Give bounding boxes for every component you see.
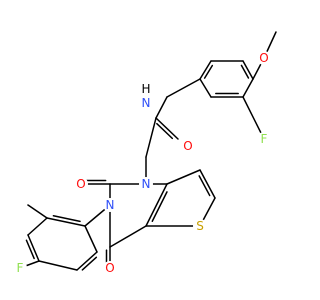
atom-label-background bbox=[181, 139, 195, 153]
bond-C7t-C6t-double bbox=[198, 175, 211, 197]
bond-L1-L2 bbox=[46, 217, 86, 227]
atom-H-amide: H bbox=[141, 82, 150, 96]
bond-L3-L4-double bbox=[25, 239, 35, 260]
bond-L1-L2-double bbox=[52, 215, 81, 223]
atom-N-ring-1: N bbox=[142, 177, 151, 191]
bond-L3-L4 bbox=[27, 234, 40, 262]
bond-R3-R4 bbox=[242, 60, 254, 80]
bond-L6-L1 bbox=[84, 225, 98, 253]
bond-L5-L6 bbox=[76, 251, 98, 271]
atom-S-thiophene: S bbox=[196, 219, 204, 233]
molecule-structure: N H O N N O O S O F F bbox=[13, 31, 277, 275]
bond-R3-R4-double bbox=[240, 64, 250, 79]
bond-C7-CH2 bbox=[145, 117, 157, 158]
atom-label-background bbox=[139, 96, 153, 110]
bond-L2-L3 bbox=[27, 217, 48, 236]
bond-C7-O1-double bbox=[156, 122, 174, 140]
atom-label-background bbox=[74, 177, 88, 191]
bond-L4-L5 bbox=[38, 260, 78, 271]
atom-O-methoxy: O bbox=[259, 51, 268, 65]
atom-O-ring-2: O bbox=[76, 177, 85, 191]
bond-layer bbox=[19, 31, 277, 271]
bond-N1-C7 bbox=[155, 96, 168, 119]
atom-label-background bbox=[257, 51, 271, 65]
atom-label-layer: N H O N N O O S O F F bbox=[13, 51, 271, 275]
bond-C7-O1 bbox=[155, 117, 179, 140]
atom-N-amide: N bbox=[142, 96, 151, 110]
bond-C4a-C7a-double bbox=[151, 191, 168, 223]
atom-label-background bbox=[13, 261, 27, 275]
bond-R1-N1 bbox=[166, 78, 201, 98]
bond-C7t-C6t bbox=[199, 169, 216, 199]
atom-label-background bbox=[139, 177, 153, 191]
atom-label-background bbox=[193, 219, 207, 233]
atom-O-ring-4: O bbox=[105, 261, 114, 275]
bond-C4-C4a bbox=[109, 225, 147, 248]
bond-L2-Me bbox=[27, 204, 48, 219]
bond-R5-F1 bbox=[242, 96, 265, 140]
atom-N-ring-3: N bbox=[106, 198, 115, 212]
bond-R1-R2 bbox=[199, 60, 212, 80]
atom-O-carbonyl: O bbox=[183, 139, 192, 153]
atom-label-background bbox=[103, 198, 117, 212]
bond-C7a-C7t bbox=[166, 169, 201, 185]
bond-R1-R2-double bbox=[203, 64, 214, 79]
bond-R6-R1 bbox=[199, 78, 212, 98]
atom-F-upper: F bbox=[261, 132, 268, 146]
bond-L5-L6-double bbox=[81, 256, 98, 271]
atom-label-background bbox=[139, 82, 153, 96]
atom-F-lower: F bbox=[17, 261, 24, 275]
atom-label-background bbox=[257, 132, 271, 146]
bond-C4a-C7a bbox=[145, 183, 168, 227]
atom-label-background bbox=[103, 261, 117, 275]
bond-R4-R5 bbox=[242, 78, 254, 98]
